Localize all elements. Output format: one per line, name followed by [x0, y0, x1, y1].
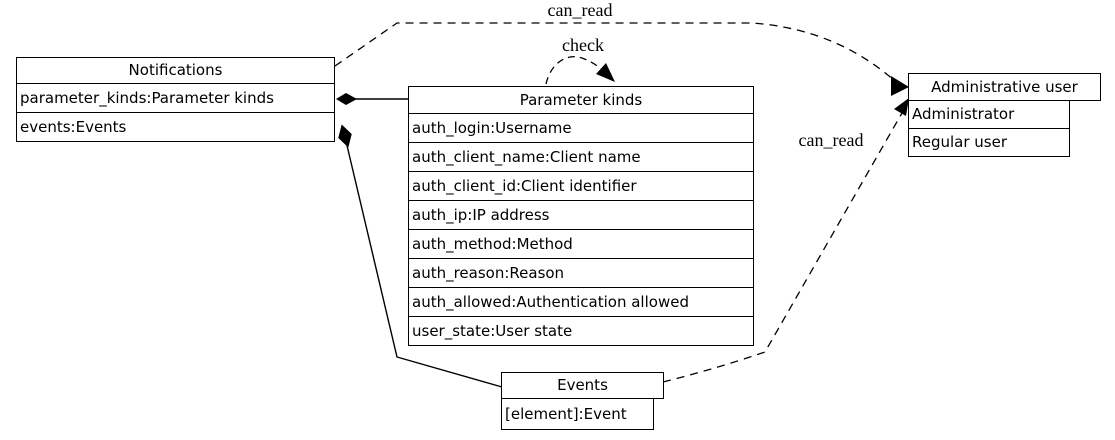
node-parameter-kinds-row-auth-client-id: auth_client_id:Client identifier — [408, 171, 754, 201]
edge-label-can-read-top: can_read — [547, 0, 613, 20]
arrowhead-can-read-bottom-icon — [894, 98, 909, 116]
composition-diamond-events — [338, 124, 352, 148]
node-parameter-kinds-title: Parameter kinds — [408, 86, 754, 114]
node-notifications-title: Notifications — [16, 57, 335, 84]
node-parameter-kinds-row-auth-login: auth_login:Username — [408, 113, 754, 143]
node-notifications-row-parameter-kinds: parameter_kinds:Parameter kinds — [16, 83, 335, 113]
node-parameter-kinds-row-auth-allowed: auth_allowed:Authentication allowed — [408, 287, 754, 317]
edge-can-read-bottom — [662, 112, 903, 383]
node-parameter-kinds-row-auth-method: auth_method:Method — [408, 229, 754, 259]
edge-check-self-loop — [545, 56, 607, 85]
arrowhead-can-read-top-icon — [891, 76, 909, 96]
node-administrative-user: Administrative user Administrator Regula… — [908, 73, 1101, 157]
edge-label-can-read-bottom: can_read — [798, 130, 864, 150]
node-events-row-element: [element]:Event — [501, 398, 654, 430]
arrowhead-check-icon — [596, 63, 615, 82]
composition-edge-events — [344, 136, 503, 388]
node-parameter-kinds: Parameter kinds auth_login:Username auth… — [408, 86, 754, 346]
edge-can-read-top — [334, 22, 897, 83]
node-events-title: Events — [501, 372, 664, 399]
node-parameter-kinds-row-auth-client-name: auth_client_name:Client name — [408, 142, 754, 172]
node-administrative-user-title: Administrative user — [908, 73, 1101, 101]
node-parameter-kinds-row-auth-ip: auth_ip:IP address — [408, 200, 754, 230]
edge-label-check: check — [562, 35, 604, 55]
node-events: Events [element]:Event — [501, 372, 664, 430]
node-notifications-row-events: events:Events — [16, 112, 335, 142]
node-notifications: Notifications parameter_kinds:Parameter … — [16, 57, 335, 142]
node-administrative-user-row-administrator: Administrator — [908, 100, 1070, 129]
node-parameter-kinds-row-auth-reason: auth_reason:Reason — [408, 258, 754, 288]
node-administrative-user-row-regular-user: Regular user — [908, 128, 1070, 157]
composition-diamond-parameter-kinds — [336, 93, 357, 105]
node-parameter-kinds-row-user-state: user_state:User state — [408, 316, 754, 346]
